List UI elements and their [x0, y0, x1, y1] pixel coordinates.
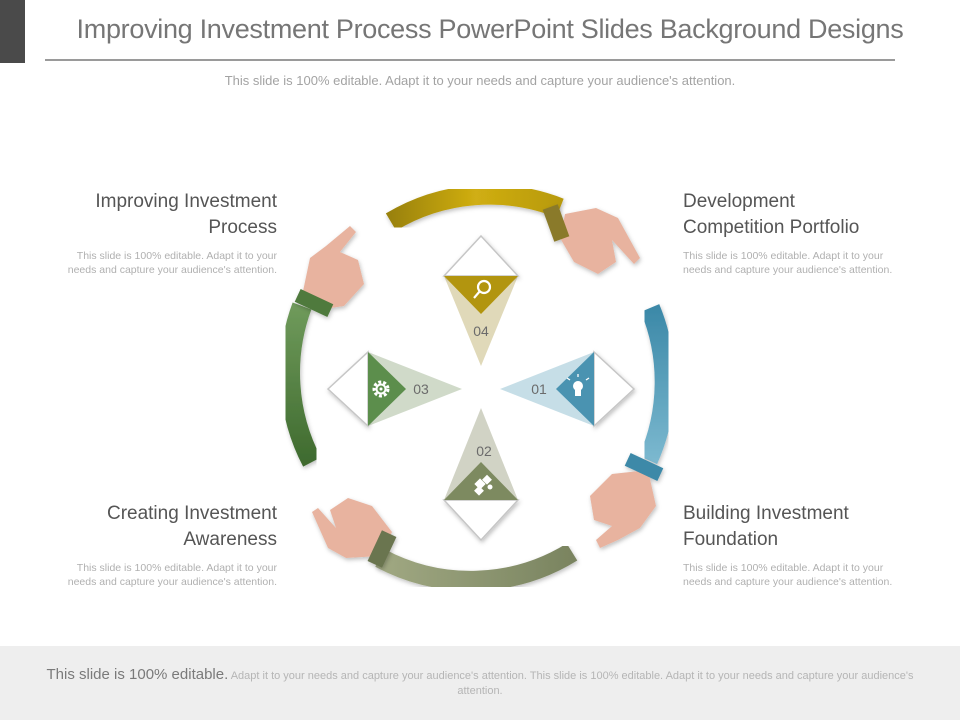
block-description: This slide is 100% editable. Adapt it to… [32, 249, 277, 277]
step-02-number: 02 [476, 443, 492, 459]
hand-bottom-left [312, 498, 397, 568]
footer-lead: This slide is 100% editable. [46, 666, 229, 683]
gear-icon [372, 380, 390, 398]
block-title-line: Improving Investment [95, 191, 277, 212]
step-01-number: 01 [531, 381, 547, 397]
step-04-number: 04 [473, 323, 489, 339]
slide-title: Improving Investment Process PowerPoint … [76, 14, 904, 44]
footer-body: Adapt it to your needs and capture your … [230, 670, 914, 697]
block-desc-line: This slide is 100% editable. Adapt it to… [683, 562, 884, 574]
arc-top [385, 184, 564, 231]
block-desc-line: needs and capture your audience's attent… [67, 576, 277, 588]
arc-bottom [375, 543, 578, 591]
block-desc-line: This slide is 100% editable. Adapt it to… [683, 250, 884, 262]
slide-subtitle: This slide is 100% editable. Adapt it to… [224, 73, 736, 88]
lightbulb-icon [566, 374, 590, 396]
block-title-line: Process [208, 217, 277, 238]
block-desc-line: needs and capture your audience's attent… [67, 264, 277, 276]
block-title-line: Building Investment [683, 503, 849, 524]
step-04-shape [442, 234, 520, 366]
block-title: Improving Investment Process [32, 189, 277, 241]
arc-left [280, 302, 321, 467]
block-desc-line: needs and capture your audience's attent… [683, 576, 893, 588]
block-title-line: Foundation [683, 529, 779, 550]
step-03-number: 03 [413, 381, 429, 397]
block-title: Creating Investment Awareness [32, 501, 277, 553]
hand-top-right [542, 204, 640, 274]
block-desc-line: This slide is 100% editable. Adapt it to… [76, 250, 277, 262]
magnifier-icon [473, 279, 492, 299]
block-title: Building Investment Foundation [683, 501, 928, 553]
hand-bottom-right [590, 453, 664, 548]
text-block-bottom-left: Creating Investment Awareness This slide… [32, 501, 277, 589]
text-block-top-right: Development Competition Portfolio This s… [683, 189, 928, 277]
block-desc-line: needs and capture your audience's attent… [683, 264, 893, 276]
block-description: This slide is 100% editable. Adapt it to… [32, 561, 277, 589]
text-block-top-left: Improving Investment Process This slide … [32, 189, 277, 277]
footer-text: This slide is 100% editable. Adapt it to… [30, 667, 930, 699]
arc-right [638, 304, 675, 465]
title-divider [45, 59, 895, 61]
block-description: This slide is 100% editable. Adapt it to… [683, 249, 928, 277]
step-01-shape [500, 350, 636, 428]
block-title: Development Competition Portfolio [683, 189, 928, 241]
footer-bar: This slide is 100% editable. Adapt it to… [0, 646, 960, 720]
block-title-line: Creating Investment [106, 503, 277, 524]
puzzle-icon [474, 474, 493, 496]
corner-accent [0, 0, 25, 63]
block-title-line: Competition Portfolio [683, 217, 860, 238]
block-desc-line: This slide is 100% editable. Adapt it to… [76, 562, 277, 574]
text-block-bottom-right: Building Investment Foundation This slid… [683, 501, 928, 589]
block-title-line: Awareness [183, 529, 277, 550]
hand-top-left [294, 226, 364, 317]
step-03-shape [326, 350, 462, 428]
block-title-line: Development [683, 191, 795, 212]
block-description: This slide is 100% editable. Adapt it to… [683, 561, 928, 589]
step-02-shape [442, 408, 520, 542]
